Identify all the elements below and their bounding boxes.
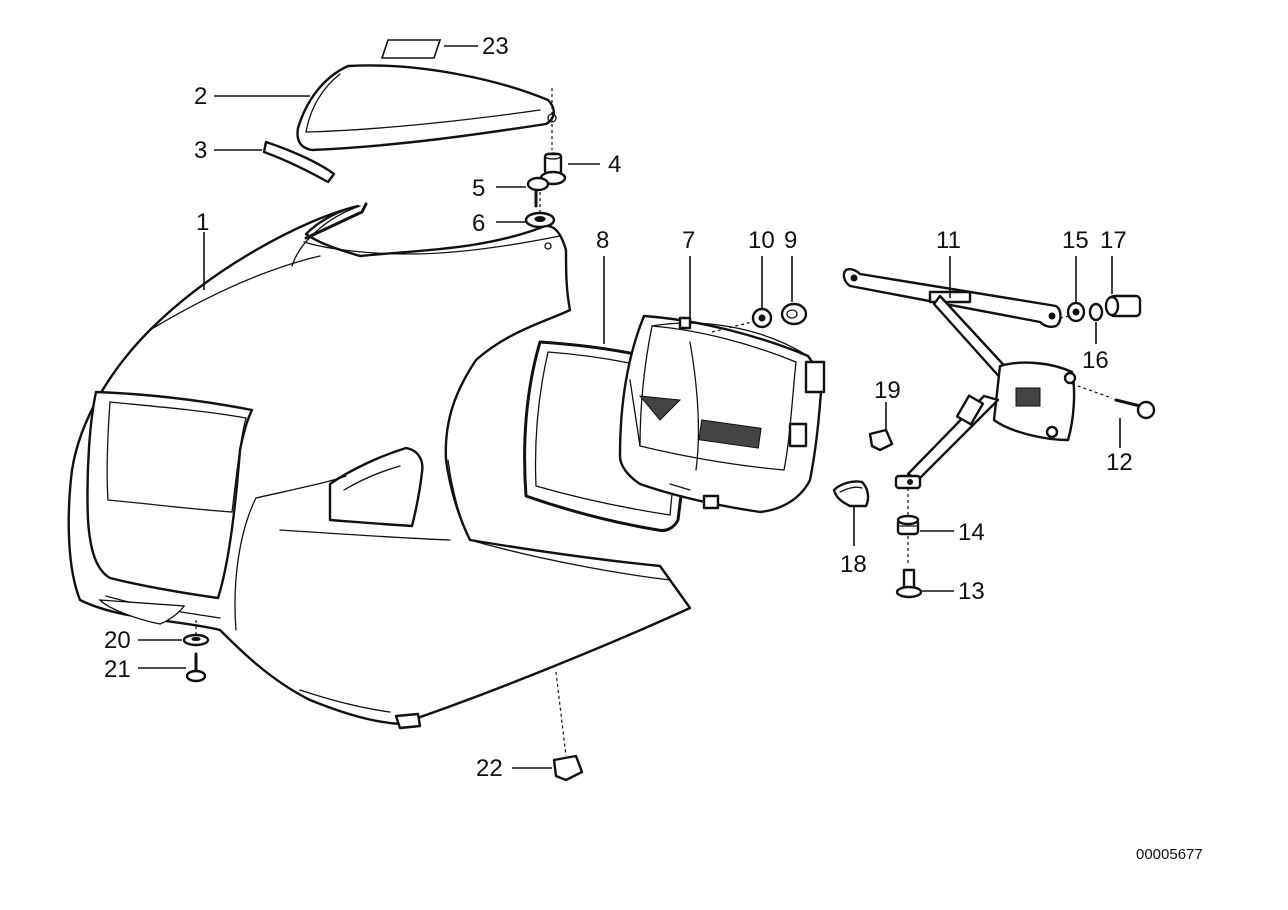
part-9-nut [780, 302, 808, 326]
callout-1: 1 [196, 209, 209, 236]
callout-19: 19 [874, 377, 901, 404]
part-20-washer [182, 633, 210, 647]
part-4-spacer [539, 152, 567, 186]
callout-12: 12 [1106, 449, 1133, 476]
callout-23: 23 [482, 33, 509, 60]
part-1-fairing [67, 202, 692, 730]
callout-11: 11 [936, 227, 961, 254]
callout-20: 20 [104, 627, 131, 654]
part-10-washer [751, 307, 773, 329]
callout-6: 6 [472, 210, 485, 237]
part-2-windscreen [296, 64, 557, 152]
part-21-screw [185, 652, 207, 683]
callout-5: 5 [472, 175, 485, 202]
document-id: 00005677 [1136, 846, 1203, 863]
callout-7: 7 [682, 227, 695, 254]
part-23-sticker [380, 39, 442, 59]
callout-2: 2 [194, 83, 207, 110]
callout-labels: 23 2 3 4 5 6 1 8 7 10 9 11 15 17 16 19 1… [104, 33, 1133, 782]
callout-4: 4 [608, 151, 621, 178]
part-5-screw [526, 176, 550, 208]
callout-22: 22 [476, 755, 503, 782]
callout-9: 9 [784, 227, 797, 254]
part-12-bolt [1114, 398, 1156, 420]
callout-21: 21 [104, 656, 131, 683]
part-13-sleeve [895, 568, 923, 599]
part-14-grommet [896, 514, 920, 536]
callout-14: 14 [958, 519, 985, 546]
part-17-nut [1104, 294, 1142, 318]
callout-13: 13 [958, 578, 985, 605]
part-11-bracket [842, 268, 1077, 490]
callout-16: 16 [1082, 347, 1109, 374]
callout-18: 18 [840, 551, 867, 578]
part-22-expansion-nut [552, 754, 584, 782]
callout-10: 10 [748, 227, 775, 254]
callout-17: 17 [1100, 227, 1127, 254]
part-6-washer [524, 211, 556, 229]
part-7-headlight [618, 314, 826, 514]
part-19-clip [868, 428, 894, 452]
callout-8: 8 [596, 227, 609, 254]
leader-lines [138, 45, 1121, 769]
part-16-lock-washer [1088, 302, 1104, 322]
part-18-spring-clip [832, 480, 870, 508]
callout-3: 3 [194, 137, 207, 164]
part-3-trim-strip [262, 140, 336, 184]
part-15-washer [1066, 301, 1086, 323]
callout-15: 15 [1062, 227, 1089, 254]
